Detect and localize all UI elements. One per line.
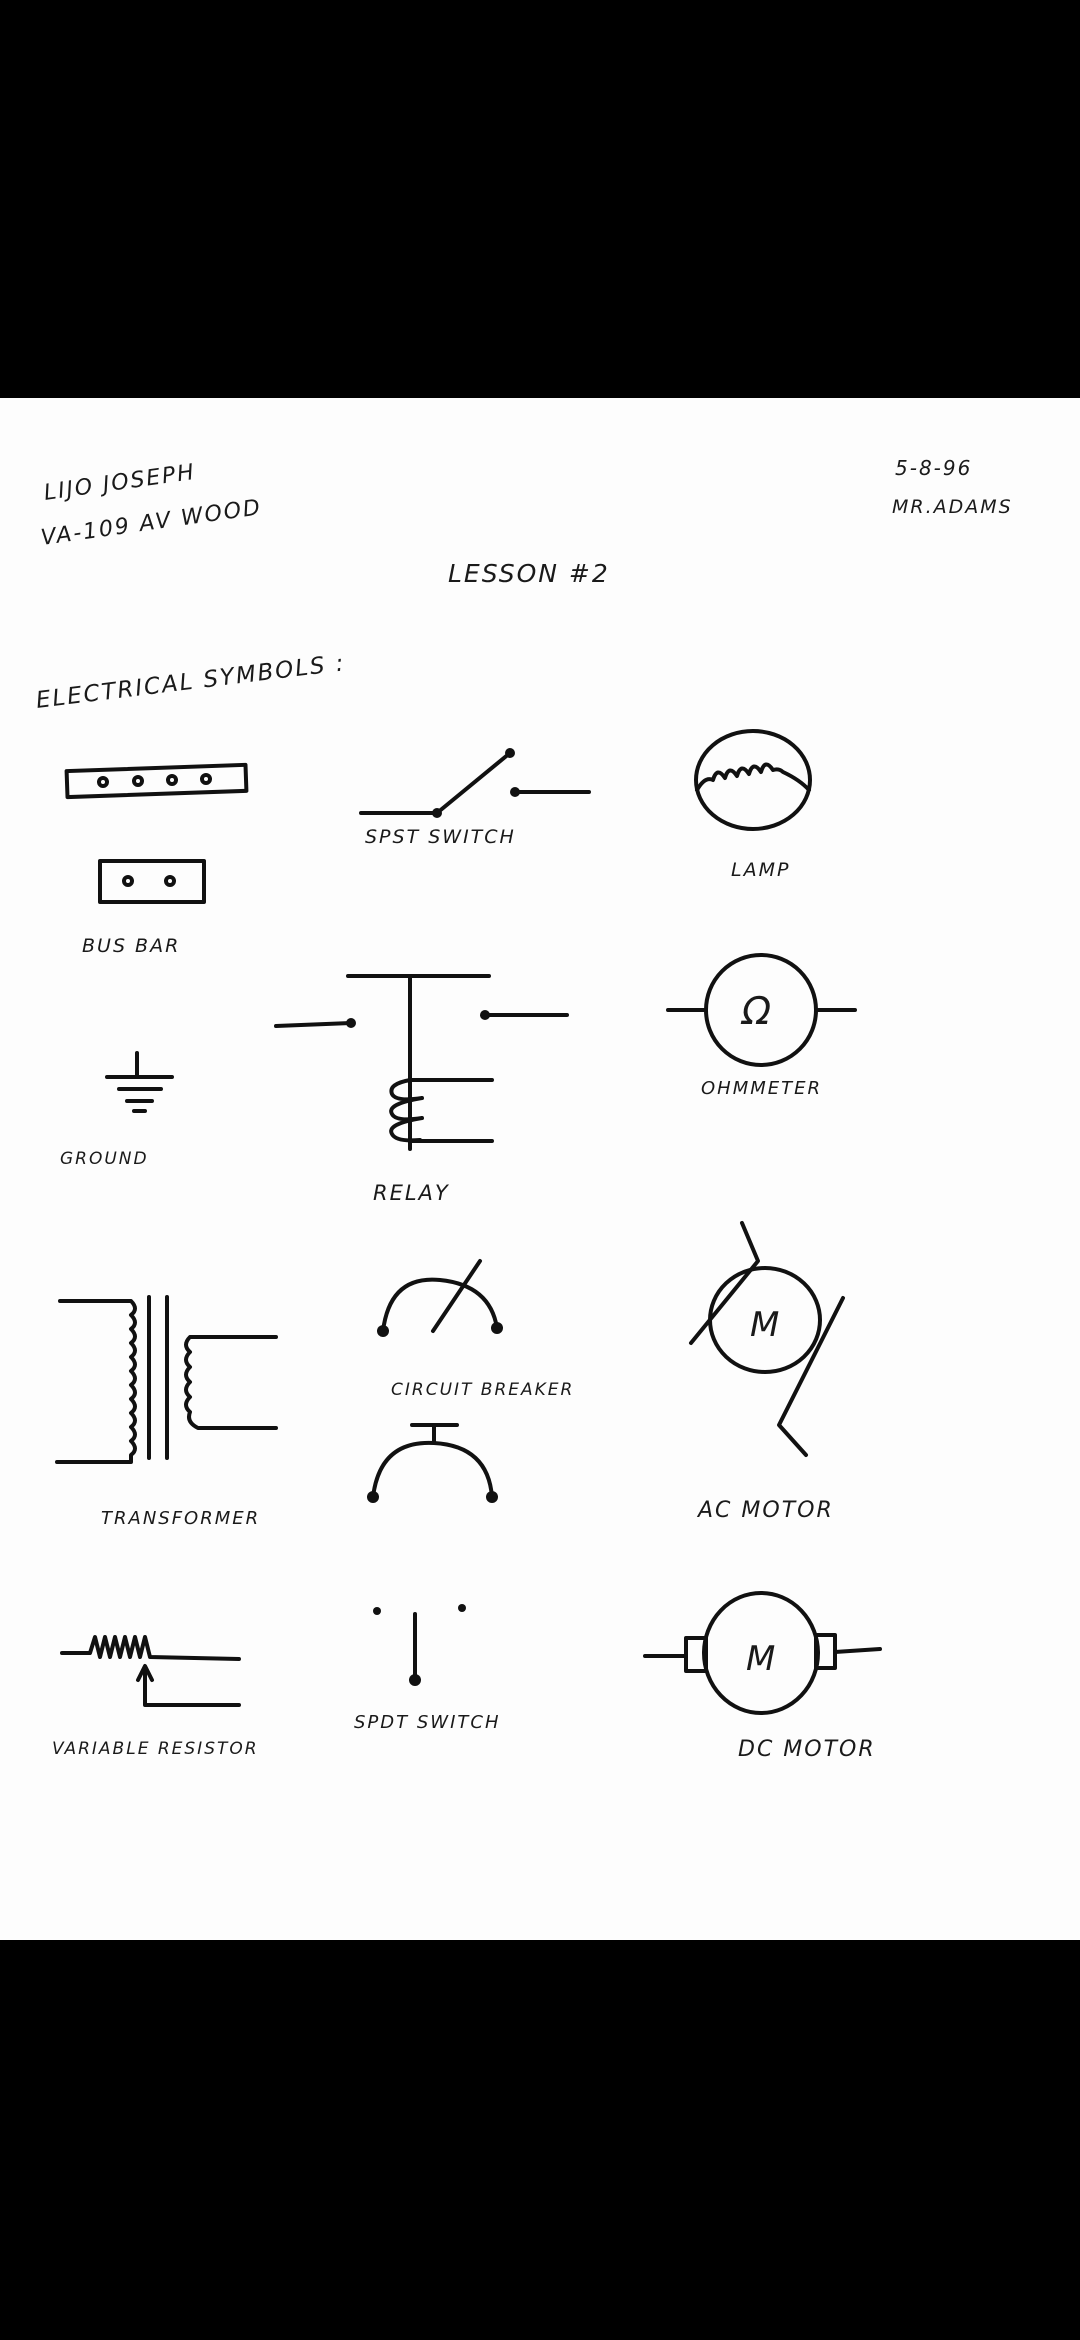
section-title: ELECTRICAL SYMBOLS :: [35, 650, 347, 714]
spdt-switch-symbol: [373, 1604, 466, 1686]
lesson-title: LESSON #2: [448, 559, 610, 588]
notebook-page: [0, 398, 1080, 1940]
ohmmeter-symbol: [666, 953, 857, 1067]
pushbutton-symbol: [367, 1423, 498, 1503]
motor-letter-dc: M: [746, 1639, 777, 1679]
label-ac-motor: AC MOTOR: [696, 1498, 834, 1523]
label-transformer: TRANSFORMER: [101, 1508, 260, 1529]
label-lamp: LAMP: [731, 859, 790, 881]
date: 5-8-96: [895, 456, 972, 480]
label-variable-resistor: VARIABLE RESISTOR: [52, 1739, 259, 1759]
lamp-symbol: [694, 729, 812, 831]
ac-motor-symbol: [689, 1221, 845, 1457]
class-info: VA-109 AV WOOD: [39, 495, 263, 551]
bus-bar-symbol: [64, 762, 249, 904]
label-spst-switch: SPST SWITCH: [365, 826, 516, 848]
label-relay: RELAY: [373, 1181, 450, 1205]
transformer-symbol: [55, 1295, 278, 1464]
label-ground: GROUND: [60, 1149, 149, 1169]
circuit-breaker-symbol: [377, 1259, 503, 1337]
motor-letter-ac: M: [750, 1305, 781, 1345]
ground-symbol: [105, 1051, 174, 1113]
label-spdt-switch: SPDT SWITCH: [354, 1712, 501, 1733]
variable-resistor-symbol: [60, 1635, 241, 1707]
ohm-icon: Ω: [740, 989, 773, 1033]
relay-symbol: [274, 974, 569, 1151]
instructor: MR.ADAMS: [892, 496, 1013, 518]
label-ohmmeter: OHMMETER: [701, 1078, 822, 1099]
label-circuit-breaker: CIRCUIT BREAKER: [391, 1380, 574, 1400]
dc-motor-symbol: [643, 1591, 882, 1715]
spst-switch-symbol: [359, 748, 591, 818]
student-name: LIJO JOSEPH: [42, 460, 197, 506]
label-dc-motor: DC MOTOR: [738, 1737, 876, 1762]
label-bus-bar: BUS BAR: [82, 935, 180, 957]
